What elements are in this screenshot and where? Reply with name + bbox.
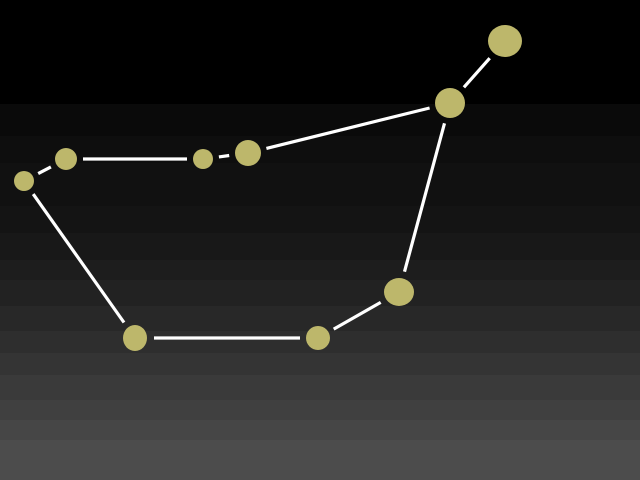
sky-band bbox=[0, 353, 640, 375]
star-6 bbox=[488, 25, 522, 57]
sky-band bbox=[0, 163, 640, 206]
line-star-4-to-star-5 bbox=[266, 106, 430, 150]
sky-band bbox=[0, 280, 640, 306]
star-2 bbox=[55, 148, 77, 170]
star-3 bbox=[193, 149, 213, 169]
star-4 bbox=[235, 140, 261, 166]
line-star-1-to-star-7 bbox=[31, 193, 126, 324]
sky-band bbox=[0, 375, 640, 400]
star-5 bbox=[435, 88, 465, 118]
star-7 bbox=[123, 325, 147, 351]
star-1 bbox=[14, 171, 34, 191]
sky-band bbox=[0, 440, 640, 480]
line-star-1-to-star-2 bbox=[37, 165, 52, 176]
star-8 bbox=[306, 326, 330, 350]
sky-band bbox=[0, 233, 640, 260]
sky-band bbox=[0, 260, 640, 280]
line-star-5-to-star-6 bbox=[462, 57, 491, 89]
sky-band bbox=[0, 104, 640, 136]
sky-band bbox=[0, 420, 640, 440]
constellation-lines bbox=[31, 57, 491, 340]
star-9 bbox=[384, 278, 414, 306]
sky-band bbox=[0, 0, 640, 104]
sky-band bbox=[0, 400, 640, 420]
line-star-3-to-star-4 bbox=[218, 153, 230, 159]
line-star-9-to-star-5 bbox=[402, 122, 447, 273]
constellation-stars bbox=[14, 25, 522, 351]
sky-band bbox=[0, 206, 640, 233]
line-star-8-to-star-9 bbox=[332, 301, 382, 331]
